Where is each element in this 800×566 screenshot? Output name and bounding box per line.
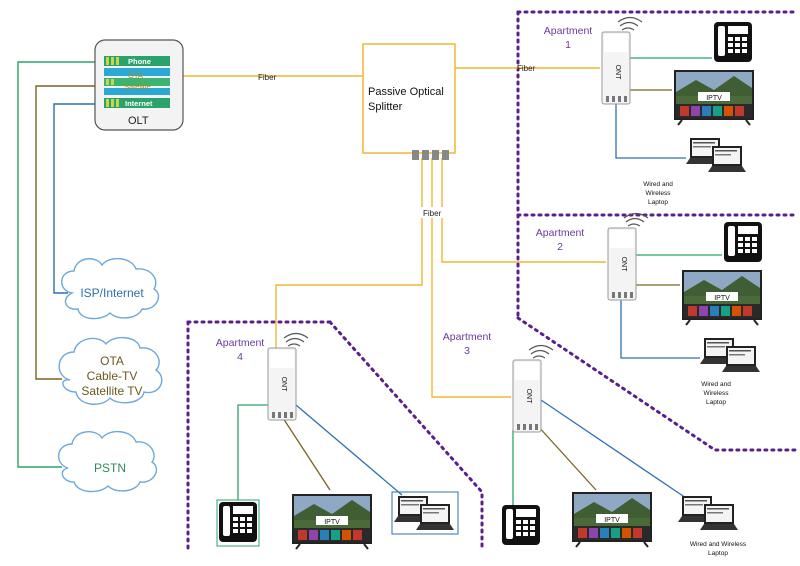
apt2-laptop-label: Wired and Wireless Laptop [701, 381, 731, 406]
svg-text:IPTV: IPTV [714, 295, 730, 302]
apt1-laptop-link [615, 102, 686, 159]
apt3-tv-link [536, 424, 597, 491]
apt4-laptop-icon [391, 491, 459, 535]
svg-text:Laptop: Laptop [708, 550, 728, 557]
svg-text:Wired and: Wired and [701, 381, 731, 388]
svg-text:Apartment: Apartment [443, 331, 492, 343]
olt-port-ota [104, 78, 170, 86]
olt-port-internet-label: Internet [125, 99, 153, 108]
apt3-phone-link [512, 429, 523, 505]
isp-internet-label: ISP/Internet [80, 286, 144, 300]
olt-label: OLT [128, 115, 149, 127]
svg-text:Laptop: Laptop [706, 399, 726, 406]
apt4-phone-icon [216, 499, 260, 547]
apartment-1-label: Apartment 1 [544, 25, 593, 51]
apt4-iptv: IPTV [291, 493, 373, 550]
apt4-tv-link [282, 417, 331, 491]
svg-text:Wireless: Wireless [646, 190, 672, 197]
satellite-tv-label: Satellite TV [81, 384, 142, 398]
fiber-label-olt: Fiber [258, 73, 277, 82]
svg-text:4: 4 [237, 351, 243, 363]
device-links [237, 57, 722, 505]
pstn-label: PSTN [94, 461, 126, 475]
apartment-boundaries [186, 10, 797, 550]
apt1-laptop-label: Wired and Wireless Laptop [643, 181, 673, 206]
apt3-laptop-icon [678, 496, 738, 530]
ota-cable-satellite-cloud: OTA Cable-TV Satellite TV [58, 337, 163, 405]
isp-internet-cloud: ISP/Internet [61, 258, 160, 320]
svg-text:ONT: ONT [280, 377, 287, 393]
apt4-laptop-link [295, 404, 403, 496]
svg-text:Wired and: Wired and [643, 181, 673, 188]
fiber-splitter-apt4 [275, 158, 423, 348]
fiber-splitter-apt2 [441, 158, 606, 263]
olt-port-ota-label: OTA [128, 71, 143, 80]
svg-text:ONT: ONT [614, 65, 621, 81]
provider-links [17, 61, 98, 468]
apt2-phone-icon [724, 222, 762, 262]
svg-text:IPTV: IPTV [604, 517, 620, 524]
apt3-laptop-link [540, 399, 687, 499]
apt4-ont: ONT [267, 332, 309, 421]
apt2-laptop-link [620, 298, 700, 359]
apt2-laptop-icon [700, 338, 760, 372]
svg-text:ONT: ONT [525, 389, 532, 405]
svg-text:2: 2 [557, 241, 563, 253]
apt1-laptop-icon [686, 138, 746, 172]
cable-tv-label: Cable-TV [87, 369, 138, 383]
svg-text:3: 3 [464, 345, 470, 357]
olt-port-internet [104, 98, 170, 108]
splitter-label-line1: Passive Optical [368, 86, 444, 98]
ota-label: OTA [100, 354, 124, 368]
apt2-apt3-divider [516, 316, 797, 452]
svg-text:Apartment: Apartment [216, 337, 265, 349]
olt-port-phone-label: Phone [128, 57, 151, 66]
olt-port-satellite-label: Satellite [124, 82, 151, 91]
fiber-splitter-apt3 [431, 158, 511, 398]
svg-text:Laptop: Laptop [648, 199, 668, 206]
apt2-ont: ONT [607, 212, 649, 301]
apartment-2-label: Apartment 2 [536, 227, 585, 253]
apt3-laptop-label: Wired and Wireless Laptop [690, 541, 747, 557]
apt1-phone-icon [714, 22, 752, 62]
svg-text:IPTV: IPTV [324, 519, 340, 526]
apt3-phone-icon [502, 505, 540, 545]
pstn-cloud: PSTN [58, 431, 158, 493]
svg-text:Apartment: Apartment [544, 25, 593, 37]
apt1-ont: ONT [601, 16, 643, 105]
apartment-3-label: Apartment 3 [443, 331, 492, 357]
apt4-phone-link [237, 404, 268, 500]
olt-device: Phone OTA Satellite Internet OLT [94, 39, 184, 131]
apartment-4-label: Apartment 4 [216, 337, 265, 363]
apt2-iptv: IPTV [681, 269, 763, 326]
olt-port-phone [104, 56, 170, 66]
passive-optical-splitter: Passive Optical Splitter [362, 43, 456, 160]
svg-text:ONT: ONT [620, 257, 627, 273]
svg-text:1: 1 [565, 39, 571, 51]
fiber-label-splitter: Fiber [423, 209, 442, 218]
svg-text:IPTV: IPTV [706, 95, 722, 102]
apt3-ont: ONT [512, 344, 554, 433]
olt-pstn-link [17, 61, 98, 468]
fiber-label-apt1: Fiber [517, 64, 536, 73]
olt-isp-link [53, 103, 98, 294]
olt-ota-link [35, 85, 98, 380]
svg-text:Wireless: Wireless [704, 390, 730, 397]
fiber-links [180, 67, 606, 398]
apt1-iptv: IPTV [673, 69, 755, 126]
apt3-iptv: IPTV [571, 491, 653, 548]
splitter-label-line2: Splitter [368, 101, 403, 113]
apt3-apt4-divider [328, 320, 484, 550]
svg-text:Wired and Wireless: Wired and Wireless [690, 541, 747, 548]
svg-text:Apartment: Apartment [536, 227, 585, 239]
